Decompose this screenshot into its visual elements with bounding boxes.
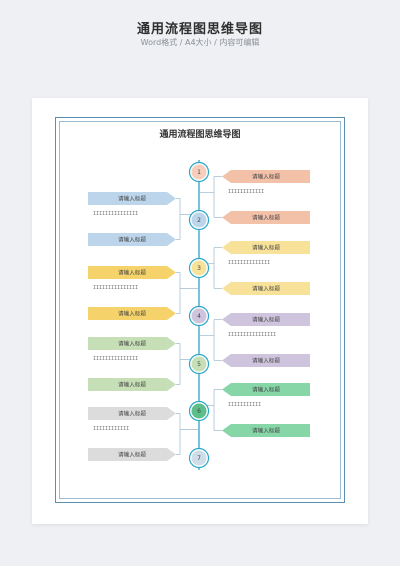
step-number: 5 bbox=[197, 361, 201, 368]
node-1-bottom-banner bbox=[222, 211, 310, 224]
node-6-top-banner bbox=[88, 337, 176, 350]
step-circle bbox=[191, 260, 207, 276]
step-circle bbox=[191, 308, 207, 324]
node-7-bottom-banner bbox=[222, 424, 310, 437]
node-4-top-banner bbox=[88, 266, 176, 279]
node-5-bottom-label: 请输入标题 bbox=[252, 357, 280, 365]
step-circle bbox=[191, 164, 207, 180]
node-5-placeholder: IIIIIIIIIIIIIIII bbox=[228, 332, 276, 338]
step-circle bbox=[191, 450, 207, 466]
node-5-bottom-banner bbox=[222, 354, 310, 367]
step-number: 1 bbox=[197, 169, 201, 176]
node-3-top-label: 请输入标题 bbox=[252, 244, 280, 252]
node-8-bottom-banner bbox=[88, 448, 176, 461]
node-2-top-label: 请输入标题 bbox=[118, 195, 146, 203]
step-circle bbox=[191, 403, 207, 419]
header-title: 通用流程图思维导图 bbox=[136, 22, 263, 37]
page-frame bbox=[55, 117, 345, 503]
node-2-placeholder: IIIIIIIIIIIIIII bbox=[93, 211, 138, 217]
node-3-top-banner bbox=[222, 241, 310, 254]
node-6-top-label: 请输入标题 bbox=[118, 340, 146, 348]
node-6-placeholder: IIIIIIIIIIIIIII bbox=[93, 356, 138, 362]
node-7-top-label: 请输入标题 bbox=[252, 386, 280, 394]
step-number: 3 bbox=[197, 265, 201, 272]
node-1-top-banner bbox=[222, 170, 310, 183]
node-4-bottom-banner bbox=[88, 307, 176, 320]
node-3-bottom-label: 请输入标题 bbox=[252, 285, 280, 293]
step-number: 7 bbox=[197, 455, 201, 462]
node-5-top-banner bbox=[222, 313, 310, 326]
node-3-bottom-banner bbox=[222, 282, 310, 295]
step-circle bbox=[191, 356, 207, 372]
node-4-placeholder: IIIIIIIIIIIIIII bbox=[93, 285, 138, 291]
node-1-bottom-label: 请输入标题 bbox=[252, 214, 280, 222]
node-7-placeholder: IIIIIIIIIII bbox=[228, 402, 261, 408]
document-title: 通用流程图思维导图 bbox=[159, 130, 241, 140]
node-3-placeholder: IIIIIIIIIIIIII bbox=[228, 260, 270, 266]
node-2-bottom-label: 请输入标题 bbox=[118, 236, 146, 244]
node-6-bottom-label: 请输入标题 bbox=[118, 381, 146, 389]
step-number: 6 bbox=[197, 408, 201, 415]
node-8-top-label: 请输入标题 bbox=[118, 410, 146, 418]
node-8-top-banner bbox=[88, 407, 176, 420]
node-2-top-banner bbox=[88, 192, 176, 205]
node-4-bottom-label: 请输入标题 bbox=[118, 310, 146, 318]
node-7-bottom-label: 请输入标题 bbox=[252, 427, 280, 435]
node-7-top-banner bbox=[222, 383, 310, 396]
step-number: 4 bbox=[197, 313, 201, 320]
node-8-bottom-label: 请输入标题 bbox=[118, 451, 146, 459]
page-frame-inner bbox=[59, 121, 341, 499]
node-1-top-label: 请输入标题 bbox=[252, 173, 280, 181]
node-4-top-label: 请输入标题 bbox=[118, 269, 146, 277]
node-2-bottom-banner bbox=[88, 233, 176, 246]
node-8-placeholder: IIIIIIIIIIII bbox=[93, 426, 129, 432]
step-number: 2 bbox=[197, 217, 201, 224]
node-6-bottom-banner bbox=[88, 378, 176, 391]
step-circle bbox=[191, 212, 207, 228]
node-5-top-label: 请输入标题 bbox=[252, 316, 280, 324]
node-1-placeholder: IIIIIIIIIIII bbox=[228, 189, 264, 195]
header-subtitle: Word格式 / A4大小 / 内容可编辑 bbox=[140, 38, 260, 47]
